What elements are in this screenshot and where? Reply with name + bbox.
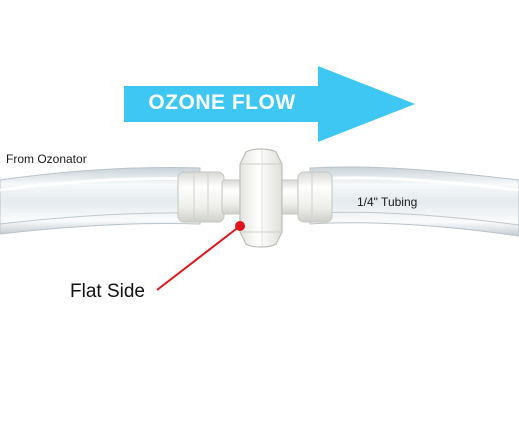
flow-arrow — [124, 66, 415, 142]
left-fitting — [177, 171, 245, 223]
flat-side-label: Flat Side — [70, 281, 145, 302]
right-tubing — [309, 166, 519, 237]
left-tubing — [0, 167, 201, 235]
flow-label: OZONE FLOW — [148, 91, 296, 114]
right-fitting — [279, 171, 333, 223]
source-label: From Ozonator — [6, 152, 87, 166]
flat-side-pointer — [156, 221, 245, 291]
inline-filter — [239, 148, 283, 248]
tubing-label: 1/4" Tubing — [357, 195, 418, 209]
